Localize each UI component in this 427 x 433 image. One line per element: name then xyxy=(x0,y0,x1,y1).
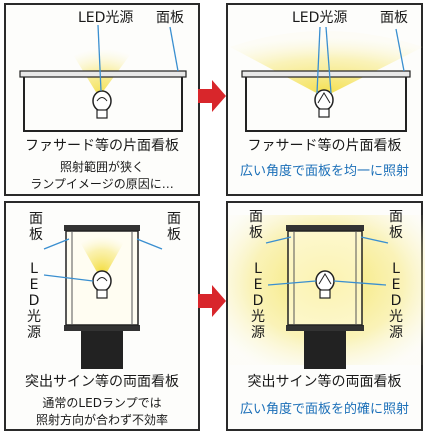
vertical-label-char: 板 xyxy=(249,225,263,241)
vertical-label-char: E xyxy=(391,277,401,293)
problem-note-line2: ランプイメージの原因に… xyxy=(30,177,174,191)
vertical-label-char: 面 xyxy=(249,209,263,225)
vertical-label-char: 板 xyxy=(389,225,403,241)
board-pointer-right xyxy=(360,236,389,244)
board-label-left: 面板 xyxy=(248,209,264,241)
box-top-cap xyxy=(286,225,364,231)
vertical-label-char: D xyxy=(390,293,402,309)
led-light-label: LED光源 xyxy=(78,10,134,26)
box-bottom-cap xyxy=(64,325,140,331)
box-bottom-cap xyxy=(286,325,364,331)
double-sided-conventional-illustration xyxy=(43,225,163,369)
vertical-label-char: 源 xyxy=(389,325,403,341)
right-arrow-icon xyxy=(198,285,226,317)
vertical-label-char: 面 xyxy=(389,209,403,225)
led-pointer-line xyxy=(316,26,321,94)
panel-caption: ファサード等の片面看板 xyxy=(25,138,179,154)
led-bulb-icon xyxy=(92,90,112,119)
board-pointer-right xyxy=(136,238,163,250)
board-label-left: 面板 xyxy=(28,211,44,243)
wide-light-cone xyxy=(230,31,423,97)
vertical-label-char: 源 xyxy=(27,325,41,341)
single-sided-conventional-illustration xyxy=(19,24,187,132)
led-pointer-line xyxy=(97,24,102,92)
panel-single-sided-conventional: LED光源 面板 ファサード等の片面看板 照射範囲が狭く ランプイメージの原因に… xyxy=(4,3,200,196)
panel-caption: 突出サイン等の両面看板 xyxy=(25,374,179,390)
vertical-label-char: E xyxy=(29,277,39,293)
vertical-label-char: E xyxy=(253,277,263,293)
vertical-label-char: 板 xyxy=(29,227,43,243)
vertical-label-char: 面 xyxy=(167,211,181,227)
right-arrow-icon xyxy=(198,80,226,112)
sign-board-face xyxy=(19,70,187,78)
board-pointer-line xyxy=(395,28,405,72)
narrow-light-cone xyxy=(64,32,141,97)
led-bulb-icon xyxy=(92,270,112,299)
double-sided-improved-illustration xyxy=(228,215,425,369)
board-label-right: 面板 xyxy=(388,209,404,241)
box-top-cap xyxy=(64,225,140,231)
led-pointer-right xyxy=(333,280,387,286)
vertical-label-char: D xyxy=(28,293,40,309)
sign-board-face xyxy=(241,70,411,78)
problem-note-line1: 照射範囲が狭く xyxy=(59,160,144,174)
led-pointer-line xyxy=(43,274,94,282)
board-label: 面板 xyxy=(156,10,184,26)
vertical-label-char: L xyxy=(254,261,262,277)
board-pointer-line xyxy=(169,26,179,72)
vertical-label-char: 板 xyxy=(167,227,181,243)
upward-light-cone xyxy=(76,231,128,281)
vertical-label-char: 源 xyxy=(251,325,265,341)
vertical-label-char: 光 xyxy=(27,309,41,325)
problem-note-line2: 照射方向が合わず不効率 xyxy=(35,413,168,427)
benefit-text: 広い角度で面板を均一に照射 xyxy=(239,164,409,179)
panel-caption: ファサード等の片面看板 xyxy=(247,138,402,154)
panel-single-sided-improved: LED光源 面板 ファサード等の片面看板 広い角度で面板を均一に照射 xyxy=(226,3,423,196)
led-pointer-line-2 xyxy=(325,26,332,94)
vertical-label-char: 光 xyxy=(251,309,265,325)
led-bulb-icon xyxy=(315,270,335,299)
sign-pole xyxy=(304,331,346,369)
panel-caption: 突出サイン等の両面看板 xyxy=(247,374,402,390)
board-label-right: 面板 xyxy=(166,211,182,243)
board-label: 面板 xyxy=(380,10,408,26)
benefit-text: 広い角度で面板を的確に照射 xyxy=(239,402,409,417)
single-sided-improved-illustration xyxy=(230,26,423,132)
led-pointer-left xyxy=(267,280,317,286)
vertical-label-char: D xyxy=(252,293,264,309)
board-pointer-left xyxy=(43,238,70,250)
led-bulb-icon xyxy=(314,89,334,118)
vertical-label-char: 光 xyxy=(389,309,403,325)
vertical-label-char: 面 xyxy=(29,211,43,227)
vertical-label-char: L xyxy=(30,261,38,277)
problem-note-line1: 通常のLEDランプでは xyxy=(42,396,162,410)
vertical-label-char: L xyxy=(392,261,400,277)
sign-pole xyxy=(81,331,123,369)
led-light-label: LED光源 xyxy=(292,10,348,26)
board-pointer-left xyxy=(265,236,292,244)
